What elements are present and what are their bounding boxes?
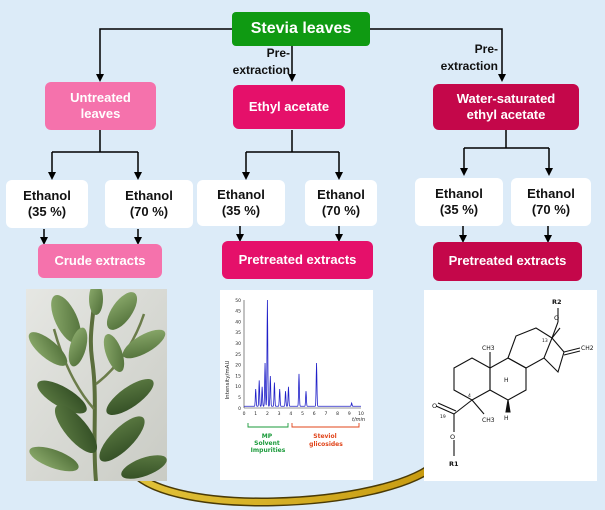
svg-text:O: O bbox=[450, 433, 455, 441]
y-tick-label: 35 bbox=[235, 330, 241, 336]
x-tick-label: 8 bbox=[336, 411, 339, 417]
ethanol-70-branch-1: Ethanol (70 %) bbox=[105, 180, 193, 228]
chromatogram-trace bbox=[244, 299, 361, 407]
curved-arrow bbox=[125, 459, 441, 505]
root-stevia-leaves: Stevia leaves bbox=[232, 12, 370, 46]
treatment-water-saturated-ethyl-acetate: Water-saturated ethyl acetate bbox=[433, 84, 579, 130]
bracket-mp-solvent bbox=[247, 423, 289, 428]
x-ticks: 0 1 2 3 4 5 6 7 8 9 10 bbox=[243, 411, 364, 417]
stevia-plant-photo bbox=[26, 289, 167, 481]
steviol-structure-panel: O O O R2 R1 CH3 CH3 CH2 H H 13 4 19 bbox=[424, 290, 597, 481]
ch3-bottom-label: CH3 bbox=[482, 417, 495, 424]
ethanol-35-branch-2: Ethanol (35 %) bbox=[197, 180, 285, 226]
steviol-structure: O O O R2 R1 CH3 CH3 CH2 H H 13 4 19 bbox=[432, 298, 594, 468]
y-tick-label: 30 bbox=[235, 341, 241, 347]
pre-extraction-label-2: Pre- extraction bbox=[440, 42, 498, 74]
group-1-label: MP Solvent Impurities bbox=[251, 433, 286, 454]
treatment-ethyl-acetate: Ethyl acetate bbox=[233, 85, 345, 129]
x-tick-label: 7 bbox=[324, 411, 327, 417]
ch3-top-label: CH3 bbox=[482, 345, 495, 352]
result-pretreated-extracts-2: Pretreated extracts bbox=[433, 242, 582, 281]
chromatogram-y-label: Intensity/mAU bbox=[225, 361, 231, 400]
result-pretreated-extracts-1: Pretreated extracts bbox=[222, 241, 373, 279]
x-tick-label: 6 bbox=[313, 411, 316, 417]
bracket-steviol bbox=[291, 423, 360, 428]
x-tick-label: 9 bbox=[348, 411, 351, 417]
x-tick-label: 1 bbox=[254, 411, 257, 417]
x-tick-label: 3 bbox=[278, 411, 281, 417]
y-tick-label: 10 bbox=[235, 384, 241, 390]
pre-extraction-label-1: Pre- extraction bbox=[232, 46, 290, 78]
group-2-label: Steviol glicosides bbox=[309, 433, 343, 448]
y-tick-label: 15 bbox=[235, 373, 241, 379]
chromatogram-x-label: t/min bbox=[352, 417, 365, 423]
arrow-root-water bbox=[370, 28, 506, 82]
num-19: 19 bbox=[440, 414, 446, 420]
y-tick-label: 5 bbox=[238, 395, 241, 401]
h-label-2: H bbox=[504, 415, 509, 422]
x-tick-label: 5 bbox=[301, 411, 304, 417]
ethanol-35-branch-1: Ethanol (35 %) bbox=[6, 180, 88, 228]
ethanol-35-branch-3: Ethanol (35 %) bbox=[415, 178, 503, 226]
svg-text:O: O bbox=[432, 402, 437, 410]
x-tick-label: 2 bbox=[266, 411, 269, 417]
num-4: 4 bbox=[468, 393, 471, 399]
r1-label: R1 bbox=[449, 460, 459, 468]
x-tick-label: 10 bbox=[358, 411, 364, 417]
y-tick-label: 20 bbox=[235, 363, 241, 369]
svg-text:O: O bbox=[554, 314, 559, 322]
x-tick-label: 0 bbox=[243, 411, 246, 417]
result-crude-extracts: Crude extracts bbox=[38, 244, 162, 278]
y-tick-label: 25 bbox=[235, 352, 241, 358]
ethanol-70-branch-2: Ethanol (70 %) bbox=[305, 180, 377, 226]
y-tick-label: 0 bbox=[238, 406, 241, 412]
h-label-1: H bbox=[504, 377, 509, 384]
y-tick-label: 50 bbox=[235, 298, 241, 304]
ch2-label: CH2 bbox=[581, 345, 594, 352]
y-tick-label: 40 bbox=[235, 319, 241, 325]
num-13: 13 bbox=[542, 338, 548, 344]
x-tick-label: 4 bbox=[289, 411, 292, 417]
y-tick-label: 45 bbox=[235, 309, 241, 315]
treatment-untreated-leaves: Untreated leaves bbox=[45, 82, 156, 130]
arrow-root-untreated bbox=[96, 28, 232, 82]
r2-label: R2 bbox=[552, 298, 562, 306]
ethanol-70-branch-3: Ethanol (70 %) bbox=[511, 178, 591, 226]
